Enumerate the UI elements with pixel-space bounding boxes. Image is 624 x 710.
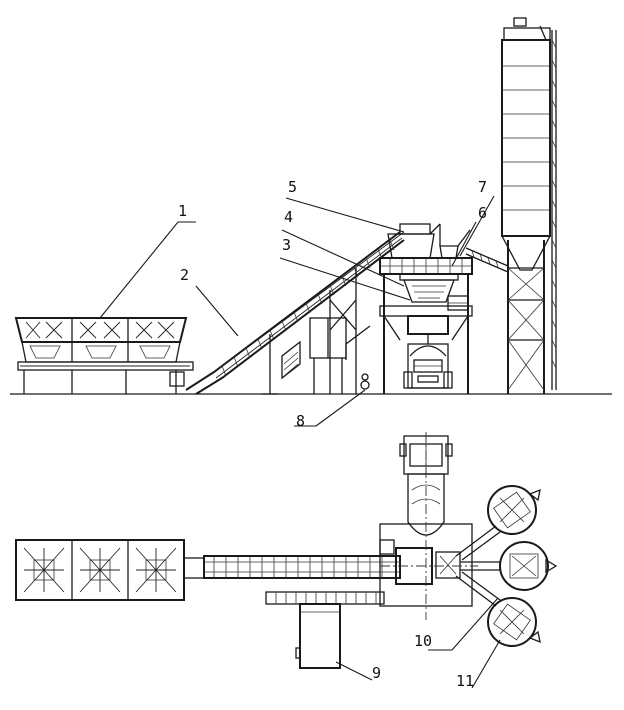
label-1: 1 <box>178 202 187 220</box>
label-2: 2 <box>180 266 189 284</box>
label-10: 10 <box>414 632 432 650</box>
control-room-plan <box>265 591 385 669</box>
label-9: 9 <box>372 664 381 682</box>
mixing-platform-plan <box>379 432 478 620</box>
silo-plan-top <box>455 485 541 561</box>
belt-conveyor-plan <box>183 555 401 579</box>
plan-view <box>15 432 558 669</box>
mixing-tower <box>379 223 473 394</box>
leader-lines <box>99 195 501 689</box>
silo-plan-bottom <box>455 571 541 647</box>
mixer-truck-plan <box>399 435 453 536</box>
silo-plan-middle <box>460 541 558 591</box>
belt-conveyor-inclined <box>185 231 405 395</box>
label-11: 11 <box>456 672 474 690</box>
label-4: 4 <box>284 208 293 226</box>
label-7: 7 <box>478 178 487 196</box>
elevation-view <box>10 17 612 395</box>
aggregate-bins-plan <box>15 539 185 601</box>
label-8: 8 <box>296 412 305 430</box>
mixer-truck-front <box>403 343 453 389</box>
air-compressor <box>360 380 370 390</box>
aggregate-bins <box>14 317 194 394</box>
control-room <box>309 317 347 394</box>
callout-labels: 1 2 3 4 5 6 7 8 9 10 11 <box>178 178 487 690</box>
label-6: 6 <box>478 204 487 222</box>
cement-silo <box>500 17 557 394</box>
screw-conveyor <box>465 247 509 273</box>
label-5: 5 <box>288 178 297 196</box>
label-3: 3 <box>282 236 291 254</box>
